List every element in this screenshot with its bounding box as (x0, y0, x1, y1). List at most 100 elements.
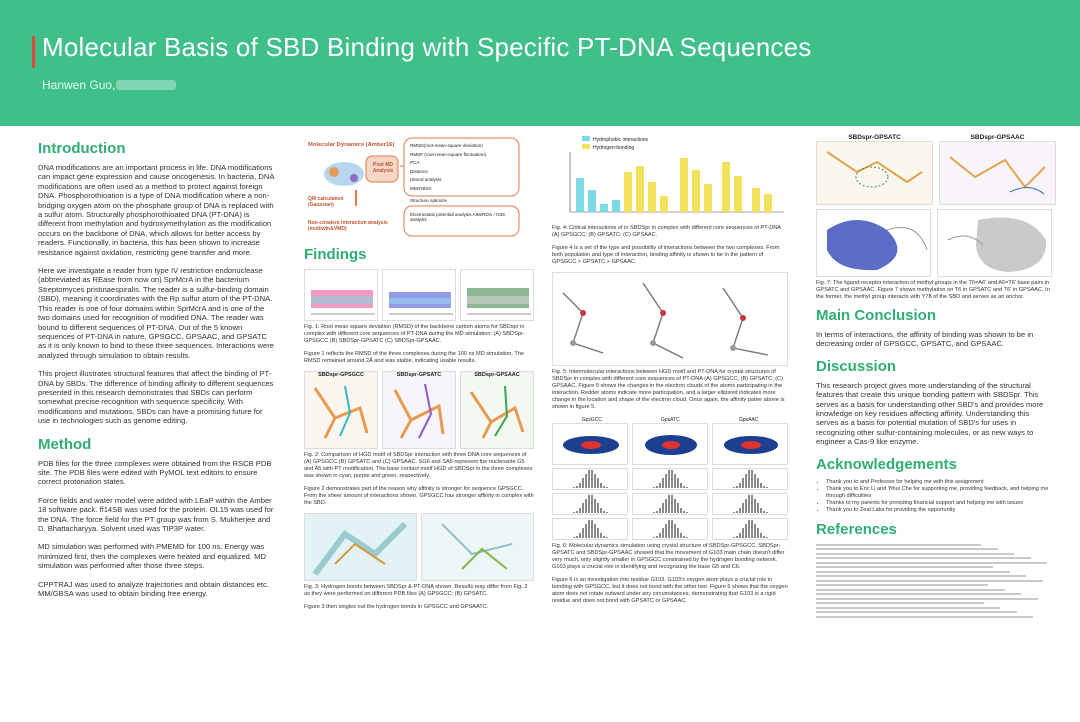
reference-line (816, 615, 1034, 618)
figure-title: SBDspr-GPSATC (848, 134, 901, 141)
flow-item: PCA (410, 160, 420, 166)
column-results: Hydrophobic interactions Hydrogen-bondin… (552, 134, 788, 611)
references-heading: References (816, 520, 897, 538)
panel-label: GpsGCC (581, 417, 602, 423)
method-paragraph-1: PDB files for the three complexes were o… (38, 458, 272, 487)
structure-label: SBDspr-GPSAAC (474, 372, 520, 378)
histograms (552, 468, 788, 540)
method-heading: Method (38, 435, 92, 453)
histogram-panel (712, 468, 788, 490)
flow-analysis-list: RMSD(root-mean-square deviation) RMSF (r… (410, 142, 486, 194)
reference-line (816, 566, 993, 569)
dihedral-heatmaps (552, 423, 788, 465)
accent-bar (32, 36, 35, 68)
reference-line (816, 543, 982, 546)
structure-a: SBDspr-GPSGCC (304, 371, 378, 449)
flow-item: MM/GBSA (410, 185, 432, 191)
panel-label: GpsAAC (738, 417, 759, 423)
author-redaction (116, 80, 176, 90)
fig1-caption: Fig. 1: Root mean square deviation (RMSD… (304, 324, 525, 344)
conclusion-heading: Main Conclusion (816, 307, 936, 324)
fig2-caption: Fig. 2: Comparison of HGD motif of SBDSp… (304, 452, 533, 479)
reference-line (816, 611, 1017, 614)
flow-qm-label: QM calculation (Gaussian) (308, 196, 344, 208)
flow-item: Distance (410, 168, 428, 174)
interaction-bar-chart: Hydrophobic interactions Hydrogen-bondin… (552, 134, 788, 222)
structure-label: SBDspr-GPSATC (396, 372, 442, 378)
flow-item: Hbond analysis (410, 177, 442, 183)
fig4-description: Figure 4 is a set of the type and possib… (552, 245, 780, 265)
poster-title: Molecular Basis of SBD Binding with Spec… (42, 32, 812, 62)
flow-item: RMSD(root-mean-square deviation) (410, 143, 483, 148)
histogram-panel (552, 493, 628, 515)
methyl-figure-b: SBDspr-GPSAAC (939, 134, 1056, 205)
hbond-figure-a (304, 513, 417, 581)
column-conclusion: SBDspr-GPSATC SBDspr-GPSAAC Fig. 7: The … (816, 134, 1056, 620)
flow-md-label: Molecular Dynamics (Amber16) (308, 142, 395, 148)
histogram-panel (632, 468, 708, 490)
ack-heading: Acknowledgements (816, 455, 957, 473)
surface-figure-c (816, 209, 931, 277)
flow-nci-label: Non-covalent interaction analysis (multi… (308, 220, 388, 232)
panel-label: GpsATC (660, 417, 680, 423)
histogram-panel (632, 493, 708, 515)
ack-item: Thank you to and Professor for helping m… (826, 479, 1052, 486)
poster-header: Molecular Basis of SBD Binding with Spec… (0, 0, 1080, 126)
fig2-description: Figure 2 demonstrates part of the reason… (304, 486, 534, 506)
structure-label: SBDspr-GPSGCC (318, 372, 364, 378)
ack-item: Thank you to Eric Li and Yihui Che for s… (826, 486, 1052, 500)
fig6-caption: Fig. 6: Molecular dynamics simulation us… (552, 543, 785, 570)
reference-line (816, 575, 1027, 578)
flow-post-label: Post MD Analysis (372, 162, 394, 174)
intro-paragraph-1: DNA modifications are an important proce… (38, 163, 274, 257)
histogram-panel (552, 518, 628, 540)
fig3-caption: Fig. 3: Hydrogen bonds between SBDSpr & … (304, 584, 528, 597)
heatmap (552, 423, 628, 465)
legend-item: Hydrophobic interactions (582, 136, 648, 144)
method-paragraph-2: Force fields and water model were added … (38, 495, 274, 533)
reference-line (816, 597, 1038, 600)
structure-b: SBDspr-GPSATC (382, 371, 456, 449)
reference-line (816, 584, 989, 587)
reference-line (816, 602, 984, 605)
reference-line (816, 579, 1043, 582)
hbond-figure-b (421, 513, 534, 581)
reference-line (816, 588, 1005, 591)
surface-figure-d (937, 209, 1052, 277)
reference-line (816, 561, 1048, 564)
fig1-description: Figure 1 reflects the RMSD of the three … (304, 351, 525, 364)
methyl-figures-top: SBDspr-GPSATC SBDspr-GPSAAC (816, 134, 1056, 205)
workflow-diagram: Molecular Dynamics (Amber16) Post MD Ana… (304, 134, 534, 244)
ack-item: Thank you to Zeal Labs for providing the… (826, 507, 1052, 514)
column-intro-method: Introduction DNA modifications are an im… (38, 134, 276, 607)
methyl-figure-a: SBDspr-GPSATC (816, 134, 933, 205)
flow-item: RMSF (root-mean-square fluctuation) (410, 151, 487, 157)
flow-opt-label: Structure optimize (410, 198, 448, 203)
findings-heading: Findings (304, 246, 367, 263)
legend-item: Hydrogen-bonding (582, 144, 648, 152)
intro-paragraph-3: This project illustrates structural feat… (38, 369, 274, 426)
ack-list: Thank you to and Professor for helping m… (816, 479, 1052, 515)
intro-heading: Introduction (38, 140, 126, 157)
histogram-panel (552, 468, 628, 490)
hgd-structures: SBDspr-GPSGCC SBDspr-GPSATC SBDspr-GPSAA… (304, 371, 534, 449)
references-list (816, 543, 1052, 618)
methyl-figures-bottom (816, 209, 1052, 277)
fig7-caption: Fig. 7: The ligand-receptor interaction … (816, 280, 1050, 300)
fig4-caption: Fig. 4: Critical interactions of in SBDS… (552, 225, 781, 238)
chart-legend: Hydrophobic interactions Hydrogen-bondin… (582, 136, 648, 152)
histogram-panel (712, 518, 788, 540)
rmsd-plot-c (460, 269, 534, 321)
reference-line (816, 593, 1022, 596)
heatmap (632, 423, 708, 465)
reference-line (816, 557, 1031, 560)
reference-line (816, 552, 1015, 555)
bar-chart-svg (569, 152, 784, 213)
ack-item: Thanks to my parents for providing finan… (826, 500, 1052, 507)
flow-esp-label: Electrostatic potential analysis AIM/RDG… (410, 212, 505, 222)
reference-line (816, 606, 1001, 609)
histogram-panel (712, 493, 788, 515)
method-paragraph-3: MD simulation was performed with PMEMD f… (38, 542, 266, 571)
rmsd-plots (304, 269, 534, 321)
rmsd-plot-b (382, 269, 456, 321)
